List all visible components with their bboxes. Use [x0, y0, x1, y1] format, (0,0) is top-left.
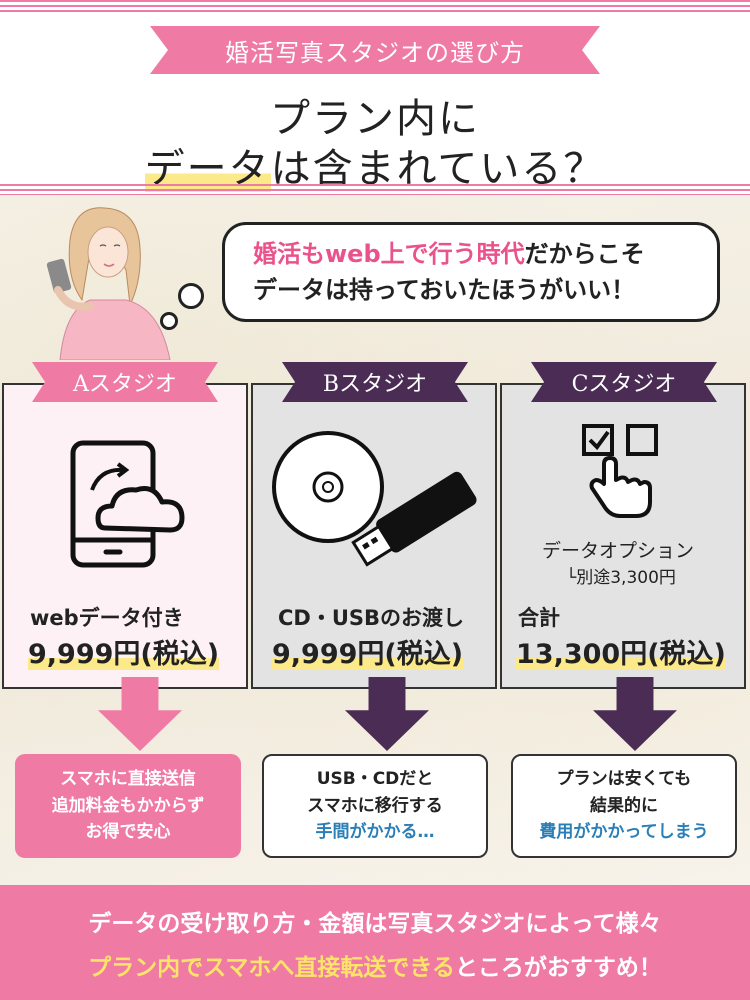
bubble-pink-text: 婚活もweb上で行う時代: [253, 240, 525, 268]
studio-c-label: 合計: [518, 606, 560, 630]
note-line: USB・CDだと: [316, 769, 434, 790]
woman-illustration: [46, 207, 171, 360]
studio-a-note: スマホに直接送信 追加料金もかからず お得で安心: [15, 754, 241, 858]
studio-c-price-text: 13,300円(税込): [516, 639, 726, 670]
note-line: スマホに直接送信: [60, 769, 196, 790]
smartphone-cloud-icon: [70, 440, 185, 568]
studio-c-option-label: データオプション: [542, 540, 695, 562]
footer-line1: データの受け取り方・金額は写真スタジオによって様々: [88, 910, 662, 937]
studio-c-price: 13,300円(税込): [516, 632, 726, 671]
mid-stripe-decoration: [0, 184, 750, 196]
studio-c-tag: Cスタジオ: [531, 362, 717, 402]
note-line: 結果的に: [590, 795, 658, 816]
thought-dot-small: [160, 312, 178, 330]
studio-a-card: [2, 383, 248, 689]
studio-b-price: 9,999円(税込): [272, 632, 464, 671]
page-title-line1: プラン内に: [270, 96, 480, 142]
footer-line2: プラン内でスマホへ直接転送できるところがおすすめ！: [88, 948, 662, 982]
studio-a-price-text: 9,999円(税込): [28, 639, 220, 670]
studio-a-tag: Aスタジオ: [32, 362, 218, 402]
note-line: スマホに移行する: [307, 795, 443, 816]
studio-c-card: [500, 383, 746, 689]
studio-c-note: プランは安くても 結果的に 費用がかかってしまう: [511, 754, 737, 858]
studio-a-label: webデータ付き: [30, 606, 184, 630]
note-highlight: 手間がかかる…: [315, 822, 435, 843]
footer-rest-text: ところがおすすめ！: [454, 954, 662, 981]
studio-c-option-price: └別途3,300円: [566, 568, 676, 588]
cd-usb-icon: [272, 431, 477, 567]
header-banner: 婚活写真スタジオの選び方: [150, 26, 600, 74]
studio-a-price: 9,999円(税込): [28, 632, 220, 671]
studio-b-note: USB・CDだと スマホに移行する 手間がかかる…: [262, 754, 488, 858]
studio-b-tag: Bスタジオ: [282, 362, 468, 402]
footer-banner: データの受け取り方・金額は写真スタジオによって様々 プラン内でスマホへ直接転送で…: [0, 885, 750, 1000]
note-line: プランは安くても: [556, 769, 692, 790]
bubble-line2: データは持っておいたほうがいい！: [253, 276, 636, 304]
studio-b-price-text: 9,999円(税込): [272, 639, 464, 670]
checkbox-click-icon: [582, 424, 658, 518]
note-line: お得で安心: [85, 822, 171, 843]
footer-yellow-text: プラン内でスマホへ直接転送できる: [88, 954, 455, 981]
top-stripe-decoration: [0, 0, 750, 12]
note-highlight: 費用がかかってしまう: [539, 822, 709, 843]
studio-b-label: CD・USBのお渡し: [278, 606, 465, 630]
bubble-line1: 婚活もweb上で行う時代だからこそ: [253, 236, 717, 272]
speech-bubble: 婚活もweb上で行う時代だからこそ データは持っておいたほうがいい！: [222, 222, 720, 322]
bubble-rest-text: だからこそ: [524, 240, 645, 268]
thought-dot-large: [178, 283, 204, 309]
note-line: 追加料金もかからず: [51, 795, 205, 816]
